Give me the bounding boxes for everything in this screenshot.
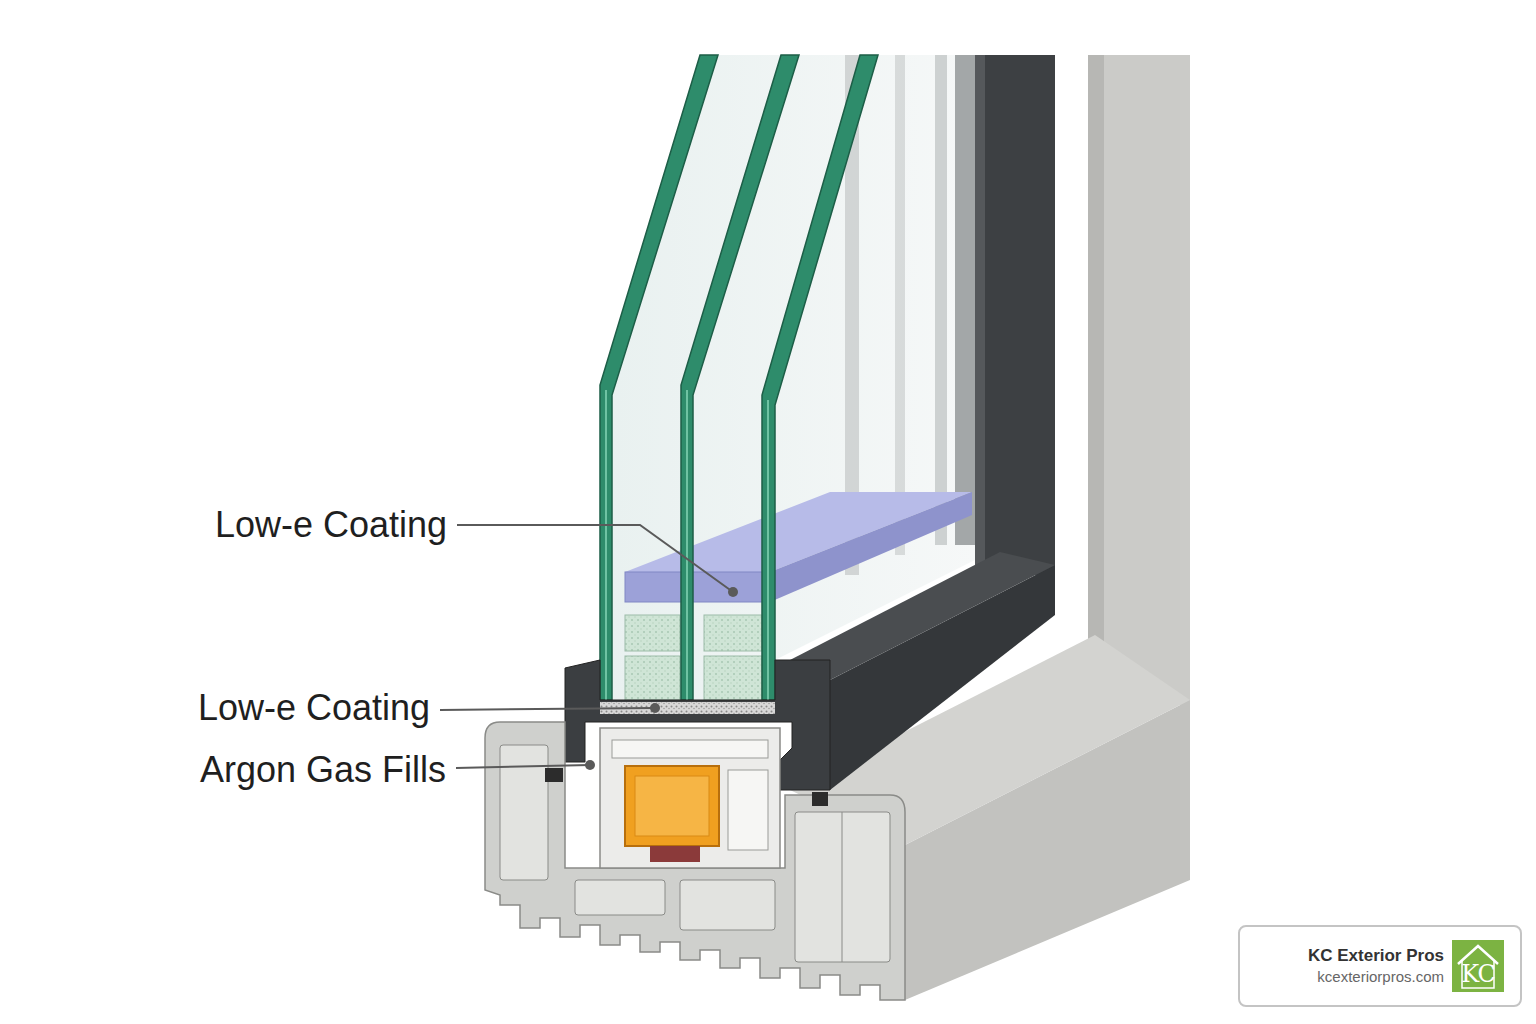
gasket [545,768,563,782]
brand-name: KC Exterior Pros [1308,945,1444,967]
brand-url: kcexteriorpros.com [1308,967,1444,987]
glazing [600,55,975,700]
callout-label: Argon Gas Fills [198,750,448,790]
glass-highlight [605,390,607,700]
sash-edge [975,55,985,575]
pane-edge-back [955,55,975,545]
frame-profile [485,722,905,1000]
low-e-bar-side [770,492,972,602]
leader-line [457,525,733,592]
leader-dot [650,703,660,713]
leader-line [440,708,655,710]
seal [650,846,700,862]
reinforcement [600,728,780,868]
spacer [625,656,680,700]
glass-highlight [767,400,769,700]
spacer [704,615,762,651]
spacer [704,656,762,700]
pane-edge-back [895,55,905,555]
glass-pane [600,55,718,700]
gasket [812,792,828,806]
watermark-texts: KC Exterior Proskcexteriorpros.com [1308,945,1444,987]
glass-pane [762,55,878,700]
leader-dot [728,587,738,597]
frame-chamber [795,812,890,962]
frame-chamber [680,880,775,930]
frame-section [485,722,905,1000]
sash-inner-profile [600,728,780,868]
sash-chamber [612,740,768,758]
spacer [625,615,680,651]
leader-lines [440,525,733,768]
logo-badge: KC [1452,940,1504,992]
frame-chamber [575,880,665,915]
callout-label: Low-e Coating [213,505,449,545]
sash-chamber [728,770,768,850]
pane-edge-back [935,55,947,545]
frame-web [842,812,843,962]
low-e-bar [625,572,770,602]
leader-dots [585,587,738,770]
frame-jamb [1100,55,1190,705]
frame-bevel [1088,55,1104,655]
steel-reinforcement [625,766,719,846]
leader-line [456,765,590,768]
callout-label: Low-e Coating [196,688,432,728]
watermark-box: KC Exterior Proskcexteriorpros.com KC [1238,925,1522,1007]
sash-jamb [975,55,1055,575]
glass-body [612,55,975,700]
glass-highlight [686,390,688,700]
leader-dot [585,760,595,770]
logo-text: KC [1461,962,1495,992]
steel-inner [635,776,709,836]
